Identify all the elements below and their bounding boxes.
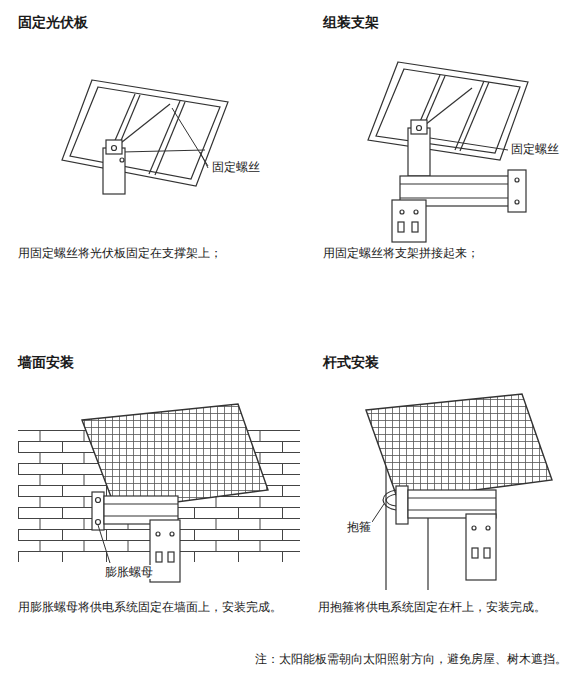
callout-label: 抱箍 (346, 520, 372, 534)
leader-line (172, 108, 208, 168)
wall-bracket (92, 492, 180, 582)
callout-label: 膨胀螺母 (104, 565, 154, 579)
section-heading: 杆式安装 (323, 354, 379, 371)
step-caption: 用固定螺丝将光伏板固定在支撑架上； (18, 246, 222, 260)
section-heading: 固定光伏板 (18, 14, 88, 31)
step-caption: 用抱箍将供电系统固定在杆上，安装完成。 (318, 600, 546, 614)
note-text: 注：太阳能板需朝向太阳照射方向，避免房屋、树木遮挡。 (255, 652, 567, 666)
pv-panel-frame (368, 62, 528, 160)
support-bracket (103, 104, 205, 194)
leader-line (98, 525, 110, 563)
section-heading: 墙面安装 (18, 354, 74, 371)
step-caption: 用固定螺丝将支架拼接起来； (323, 246, 479, 260)
callout-label: 固定螺丝 (510, 142, 560, 156)
step-caption: 用膨胀螺母将供电系统固定在墙面上，安装完成。 (18, 600, 282, 614)
leader-line (430, 138, 508, 150)
leader-line (372, 504, 384, 522)
section-heading: 组装支架 (323, 14, 379, 31)
support-bracket (392, 88, 526, 242)
solar-panel (82, 404, 268, 510)
pole-bracket (396, 486, 496, 580)
pv-panel-frame (62, 80, 228, 186)
hoop-clamp (383, 490, 396, 510)
callout-label: 固定螺丝 (211, 160, 261, 174)
solar-panel (366, 394, 552, 500)
